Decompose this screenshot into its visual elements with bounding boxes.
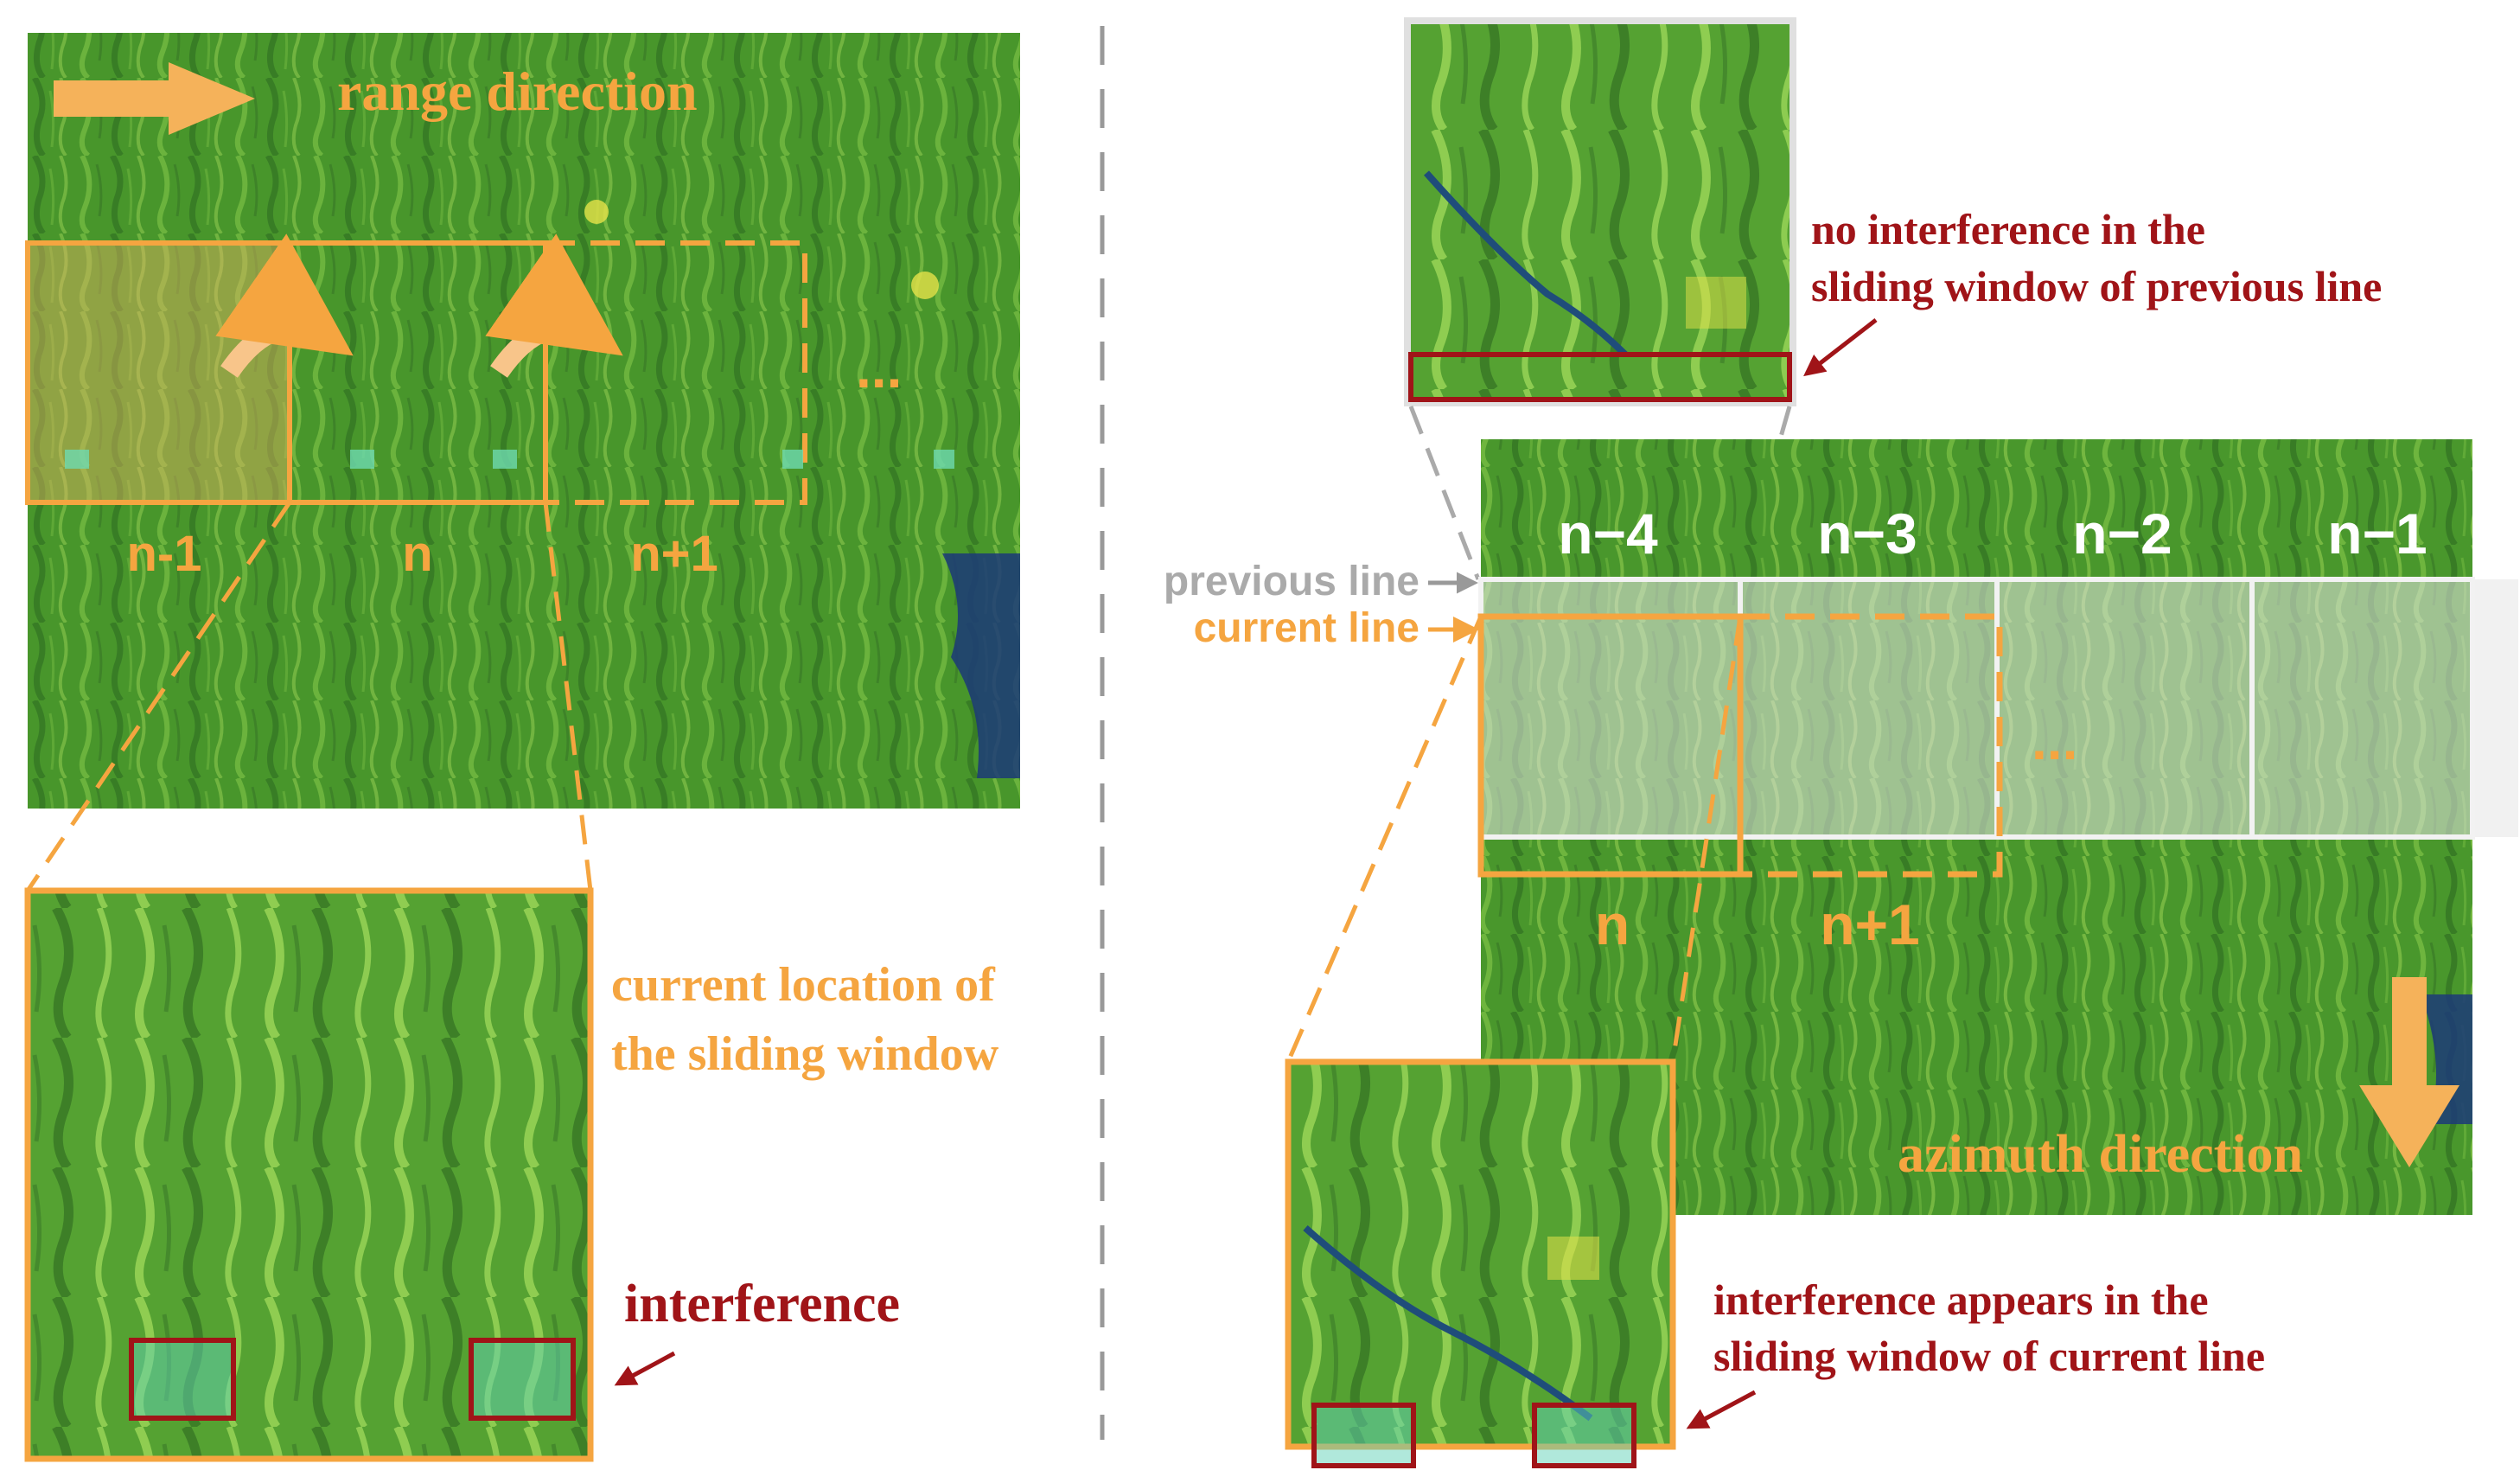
window-label: n+1 [630, 526, 718, 582]
zoom-caption: the sliding window [611, 1027, 999, 1081]
ellipsis: ... [2032, 709, 2077, 771]
current-line-label: current line [1194, 605, 1419, 651]
bottom-window-image [1285, 1058, 1676, 1468]
prev-window-label: n−3 [1817, 502, 1917, 566]
zoom-connector [25, 501, 292, 892]
window-label: n-1 [127, 526, 202, 582]
zoomed-window [24, 887, 594, 1462]
ellipsis: ... [856, 337, 902, 400]
top-caption-pointer [1803, 318, 1878, 377]
interference-box [129, 1338, 236, 1421]
current-window-label: n+1 [1820, 892, 1920, 956]
top-window-image [1404, 17, 1796, 406]
top-caption: no interference in the [1811, 205, 2205, 253]
bottom-caption-pointer [1686, 1390, 1757, 1429]
interference-box [1532, 1403, 1636, 1468]
azimuth-direction-label: azimuth direction [1898, 1125, 2303, 1184]
no-interference-box [1408, 352, 1792, 402]
zoom-connector [543, 502, 593, 892]
previous-line-band [1478, 577, 2518, 840]
zoom-connector [1670, 616, 1743, 1063]
left-terrain-image [28, 33, 1020, 809]
interference-box [469, 1338, 576, 1421]
zoom-caption: current location of [611, 958, 996, 1012]
current-window-n-plus-1 [1737, 613, 2003, 878]
window-n-plus-1 [543, 240, 807, 505]
bottom-caption: sliding window of current line [1713, 1332, 2265, 1380]
current-window-label: n [1595, 892, 1630, 956]
top-caption: sliding window of previous line [1811, 262, 2382, 310]
prev-window-label: n−1 [2327, 502, 2427, 566]
range-direction-label: range direction [337, 61, 698, 122]
prev-window-label: n−4 [1558, 502, 1658, 566]
previous-line-label: previous line [1164, 559, 1419, 604]
prev-window-label: n−2 [2072, 502, 2172, 566]
interference-label: interference [624, 1275, 900, 1333]
window-label: n [402, 526, 432, 582]
zoom-connector [1286, 616, 1483, 1063]
down-arrow-icon [2359, 977, 2459, 1167]
interference-pointer [614, 1351, 676, 1386]
shift-arrows [215, 233, 623, 378]
zoom-connector [1408, 406, 1481, 580]
right-arrow-icon [54, 62, 255, 135]
curved-arrow-icon [485, 233, 623, 378]
interference-box [1311, 1403, 1416, 1468]
curved-arrow-icon [215, 233, 354, 378]
bottom-caption: interference appears in the [1713, 1275, 2209, 1324]
